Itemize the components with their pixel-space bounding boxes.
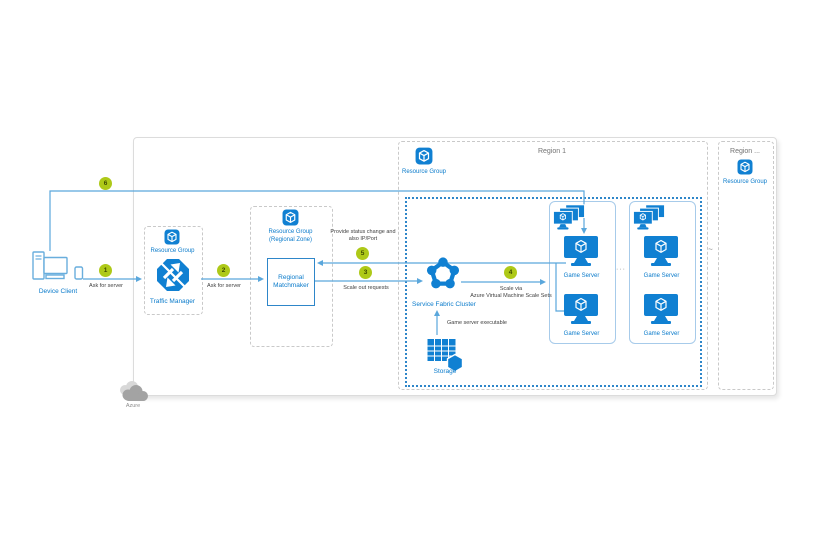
flow-badge-5: 5	[356, 247, 369, 260]
flow-label-3: Scale out requests	[343, 285, 389, 291]
executable-arrow-label: Game server executable	[447, 320, 507, 326]
traffic-manager-icon	[156, 258, 190, 292]
scale-set-separator: ···	[616, 266, 626, 273]
game-server-icon	[643, 294, 679, 326]
device-client-label: Device Client	[38, 288, 78, 295]
region-1-resource-group-label: Resource Group	[401, 169, 447, 175]
traffic-manager-label: Traffic Manager	[149, 298, 196, 305]
traffic-manager-group-label: Resource Group	[150, 248, 195, 254]
game-server-label: Game Server	[643, 331, 680, 337]
vm-scale-set-box-2	[629, 201, 696, 344]
azure-cloud-icon	[116, 381, 150, 403]
region-next-title: Region ...	[730, 148, 760, 155]
regional-matchmaker-node: Regional Matchmaker	[267, 258, 315, 306]
flow-badge-1: 1	[99, 264, 112, 277]
game-server-icon	[563, 236, 599, 268]
game-server-icon	[643, 236, 679, 268]
flow-badge-6: 6	[99, 177, 112, 190]
region-next-box	[718, 141, 774, 390]
resource-group-icon	[737, 159, 753, 175]
game-server-label: Game Server	[643, 273, 680, 279]
game-server-label: Game Server	[563, 331, 600, 337]
vm-scale-set-icon	[553, 204, 585, 232]
service-fabric-cluster-label: Service Fabric Cluster	[412, 301, 476, 308]
region-separator: ~	[708, 245, 714, 254]
flow-badge-3: 3	[359, 266, 372, 279]
region-1-title: Region 1	[537, 148, 567, 155]
flow-label-4: Scale via Azure Virtual Machine Scale Se…	[470, 286, 552, 299]
game-server-label: Game Server	[563, 273, 600, 279]
flow-label-5: Provide status change and also IP/Port	[330, 229, 396, 242]
regional-matchmaker-label: Regional Matchmaker	[273, 274, 309, 289]
flow-label-1: Ask for server	[89, 283, 123, 289]
flow-badge-2: 2	[217, 264, 230, 277]
vm-scale-set-icon	[633, 204, 665, 232]
flow-badge-4: 4	[504, 266, 517, 279]
device-client-icon	[32, 251, 84, 285]
resource-group-icon	[282, 209, 299, 226]
resource-group-icon	[164, 229, 180, 245]
region-1-box	[398, 141, 708, 390]
azure-cloud-label: Azure	[125, 403, 141, 409]
region-next-resource-group-label: Resource Group	[722, 179, 768, 185]
flow-label-2: Ask for server	[207, 283, 241, 289]
storage-label: Storage	[433, 368, 457, 375]
